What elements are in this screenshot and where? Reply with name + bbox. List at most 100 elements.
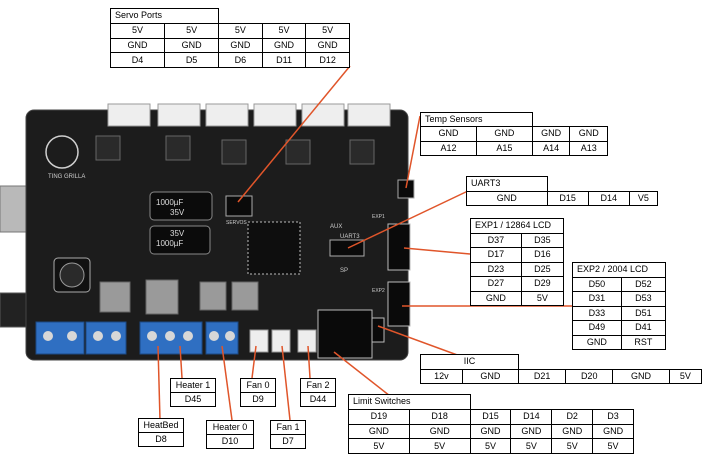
table-cell: D14 bbox=[587, 190, 630, 206]
label-name: Heater 1 bbox=[175, 380, 211, 390]
fan0-label: Fan 0 D9 bbox=[240, 378, 276, 407]
table-cell: GND bbox=[420, 126, 477, 142]
table-cell: D21 bbox=[518, 368, 567, 384]
table-cell: GND bbox=[470, 290, 522, 306]
iic-table: IIC 12v GND D21 D20 GND 5V bbox=[419, 354, 703, 384]
table-cell: D18 bbox=[408, 408, 471, 425]
table-cell: A13 bbox=[569, 140, 608, 157]
exp2-header bbox=[387, 281, 411, 327]
table-cell: 5V bbox=[510, 438, 553, 454]
table-cell: GND bbox=[466, 190, 548, 206]
table-cell: 5V bbox=[109, 22, 166, 39]
table-cell: GND bbox=[612, 368, 670, 384]
uart3-title: UART3 bbox=[466, 176, 548, 192]
label-name: Heater 0 bbox=[212, 422, 248, 432]
table-cell: GND bbox=[569, 126, 608, 142]
svg-text:35V: 35V bbox=[170, 208, 185, 217]
temp-sensors-title: Temp Sensors bbox=[420, 111, 533, 128]
table-cell: 12v bbox=[420, 368, 463, 384]
table-cell: A12 bbox=[420, 140, 477, 157]
top-sockets bbox=[107, 103, 391, 127]
label-name: Fan 1 bbox=[276, 422, 300, 432]
table-cell: RST bbox=[620, 334, 667, 350]
label-pin: D8 bbox=[139, 432, 183, 446]
silk-sp: SP bbox=[340, 268, 348, 274]
silk-uart3: UART3 bbox=[340, 234, 360, 240]
silk-servos: SERVOS bbox=[226, 220, 247, 226]
leader-lines bbox=[157, 65, 572, 421]
exp1-header bbox=[387, 223, 411, 271]
iic-header bbox=[371, 317, 385, 343]
exp2-title: EXP2 / 2004 LCD bbox=[572, 262, 666, 278]
table-cell: 5V bbox=[551, 438, 594, 454]
mcu-chip bbox=[247, 221, 301, 275]
table-cell: D12 bbox=[305, 52, 350, 68]
limit-switches-title: Limit Switches bbox=[348, 394, 471, 410]
servo-header bbox=[225, 195, 253, 217]
label-name: Fan 0 bbox=[246, 380, 270, 390]
table-cell: GND bbox=[572, 334, 622, 350]
table-cell: GND bbox=[551, 423, 594, 440]
table-cell: GND bbox=[305, 37, 350, 54]
brand-logo bbox=[45, 135, 79, 169]
fan-sockets bbox=[249, 329, 317, 353]
table-cell: GND bbox=[475, 126, 533, 142]
heatbed-label: HeatBed D8 bbox=[138, 418, 184, 447]
driver-chips bbox=[95, 135, 375, 165]
table-cell: 5V bbox=[348, 438, 410, 454]
table-cell: GND bbox=[164, 37, 220, 54]
limit-switches-table: Limit Switches D19 D18 D15 D14 D2 D3 GND… bbox=[348, 394, 634, 454]
table-cell: 5V bbox=[408, 438, 471, 454]
table-cell: 5V bbox=[164, 22, 220, 39]
servo-ports-title: Servo Ports bbox=[109, 8, 220, 24]
table-cell: 5V bbox=[469, 438, 512, 454]
svg-text:35V: 35V bbox=[170, 229, 185, 238]
temp-sensors-table: Temp Sensors GND GND GND GND A12 A15 A14… bbox=[420, 111, 608, 157]
silk-exp2: EXP2 bbox=[372, 288, 385, 294]
table-cell: D41 bbox=[620, 320, 667, 336]
table-cell: D31 bbox=[572, 291, 622, 307]
table-cell: D53 bbox=[620, 291, 667, 307]
table-cell: D52 bbox=[620, 276, 667, 292]
table-cell: D5 bbox=[164, 52, 220, 68]
table-cell: 5V bbox=[668, 368, 703, 384]
table-cell: D37 bbox=[470, 232, 522, 248]
table-cell: V5 bbox=[628, 190, 659, 206]
table-cell: D19 bbox=[348, 408, 410, 425]
label-pin: D7 bbox=[271, 434, 305, 448]
table-cell: D51 bbox=[620, 305, 667, 321]
table-cell: GND bbox=[408, 423, 471, 440]
table-cell: D50 bbox=[572, 276, 622, 292]
table-cell: GND bbox=[469, 423, 512, 440]
table-cell: D6 bbox=[218, 52, 263, 68]
label-pin: D44 bbox=[301, 392, 335, 406]
table-cell: 5V bbox=[218, 22, 263, 39]
table-cell: 5V bbox=[305, 22, 350, 39]
silk-exp1: EXP1 bbox=[372, 214, 385, 220]
table-cell: D3 bbox=[592, 408, 634, 425]
brand-text: TING GRILLA bbox=[48, 174, 85, 180]
label-pin: D45 bbox=[171, 392, 215, 406]
heater0-label: Heater 0 D10 bbox=[206, 420, 254, 449]
svg-text:1000µF: 1000µF bbox=[156, 239, 183, 248]
table-cell: D11 bbox=[261, 52, 307, 68]
table-cell: D2 bbox=[551, 408, 594, 425]
table-cell: GND bbox=[510, 423, 553, 440]
servo-ports-table: Servo Ports 5V 5V 5V 5V 5V GND GND GND G… bbox=[109, 8, 350, 68]
heater1-label: Heater 1 D45 bbox=[170, 378, 216, 407]
table-cell: GND bbox=[218, 37, 263, 54]
iic-title: IIC bbox=[419, 354, 520, 370]
table-cell: 5V bbox=[520, 290, 565, 306]
label-name: HeatBed bbox=[143, 420, 179, 430]
label-pin: D10 bbox=[207, 434, 253, 448]
table-cell: D29 bbox=[520, 276, 565, 292]
temp-header bbox=[397, 179, 415, 199]
uart3-table: UART3 GND D15 D14 V5 bbox=[466, 176, 659, 206]
fan2-label: Fan 2 D44 bbox=[300, 378, 336, 407]
table-cell: D16 bbox=[520, 247, 565, 263]
table-cell: A15 bbox=[475, 140, 533, 157]
capacitors: 1000µF 35V 1000µF 35V bbox=[149, 191, 213, 255]
